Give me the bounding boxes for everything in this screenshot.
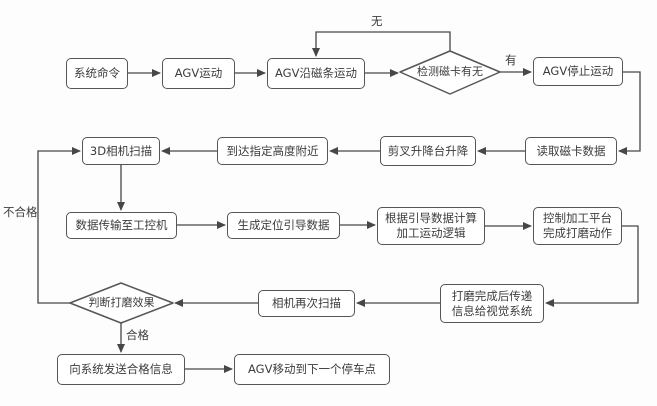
node-agv-move: AGV运动 — [162, 58, 235, 89]
node-agv-next: AGV移动到下一个停车点 — [234, 354, 390, 385]
node-send-ok: 向系统发送合格信息 — [57, 354, 185, 385]
node-ctrl-platform: 控制加工平台 完成打磨动作 — [533, 207, 622, 245]
node-calc-logic: 根据引导数据计算 加工运动逻辑 — [377, 207, 485, 245]
node-data-to-ipc: 数据传输至工控机 — [66, 212, 177, 239]
node-scissor-lift: 剪叉升降台升降 — [380, 136, 476, 166]
decision-detect-card-shape — [399, 50, 501, 95]
edge-judge-fail-cam3d — [37, 147, 81, 304]
node-agv-stop: AGV停止运动 — [533, 57, 623, 86]
edge-ctrlplatform-passmsg — [545, 225, 639, 307]
edge-label-fail: 不合格 — [3, 205, 38, 219]
node-read-card: 读取磁卡数据 — [525, 137, 617, 165]
node-detect-card-label: 检测磁卡有无 — [417, 65, 483, 78]
node-cam-rescan: 相机再次扫描 — [258, 290, 355, 317]
edge-detect-no-loop — [312, 31, 451, 57]
edge-label-pass: 合格 — [126, 328, 149, 342]
node-gen-guide: 生成定位引导数据 — [227, 212, 340, 239]
node-judge-effect-label: 判断打磨效果 — [88, 296, 155, 309]
node-pass-msg: 打磨完成后传递 信息给视觉系统 — [440, 284, 544, 323]
node-cam3d-scan: 3D相机扫描 — [82, 137, 160, 165]
node-agv-strip: AGV沿磁条运动 — [267, 58, 365, 89]
edge-label-no: 无 — [371, 14, 383, 28]
edge-label-yes: 有 — [505, 53, 517, 67]
edge-agvstop-readcard — [618, 71, 641, 155]
node-reach-height: 到达指定高度附近 — [217, 137, 328, 165]
node-sys-command: 系统命令 — [66, 58, 128, 89]
